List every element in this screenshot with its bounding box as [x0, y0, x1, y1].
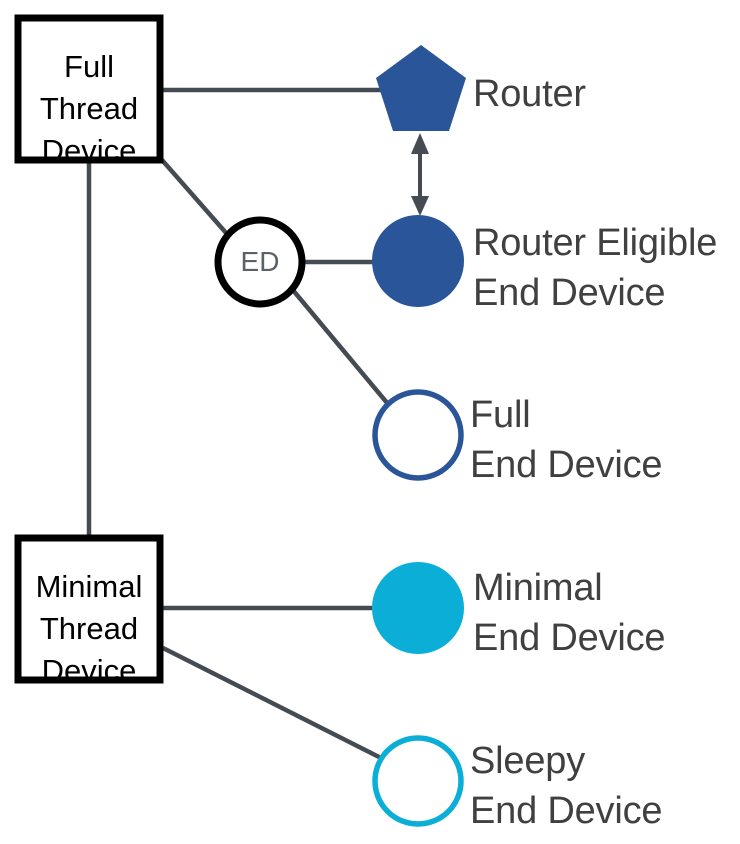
label-sleepy-end-device-line1: Sleepy	[470, 740, 585, 782]
minimal-end-device-circle[interactable]	[372, 562, 464, 654]
connector-ed-to-fed	[290, 287, 390, 406]
connector-group	[86, 87, 390, 763]
label-minimal-end-device-line2: End Device	[473, 617, 666, 659]
label-minimal-end-device-line1: Minimal	[473, 567, 603, 609]
box-minimal-thread-device[interactable]	[14, 534, 164, 684]
router-pentagon-icon[interactable]	[376, 45, 466, 131]
connector-ftd-to-ed	[160, 158, 229, 236]
label-router: Router	[473, 73, 586, 115]
ed-node-circle[interactable]	[214, 216, 306, 308]
connector-mtd-to-sed	[161, 645, 387, 763]
router-eligible-end-device-circle[interactable]	[372, 215, 464, 307]
label-router-eligible-end-device-line1: Router Eligible	[473, 222, 718, 264]
label-router-eligible-end-device-line2: End Device	[473, 272, 666, 314]
label-full-end-device-line2: End Device	[470, 444, 663, 486]
sleepy-end-device-circle[interactable]	[372, 735, 464, 827]
full-end-device-circle[interactable]	[372, 389, 464, 481]
double-arrow-icon	[411, 133, 429, 216]
box-label-full-thread-device: Full Thread Device	[39, 49, 139, 168]
box-full-thread-device[interactable]	[14, 14, 164, 164]
ed-node-label: ED	[240, 246, 280, 277]
box-label-minimal-thread-device: Minimal Thread Device	[35, 569, 143, 688]
label-sleepy-end-device-line2: End Device	[470, 790, 663, 832]
label-full-end-device-line1: Full	[470, 394, 531, 436]
